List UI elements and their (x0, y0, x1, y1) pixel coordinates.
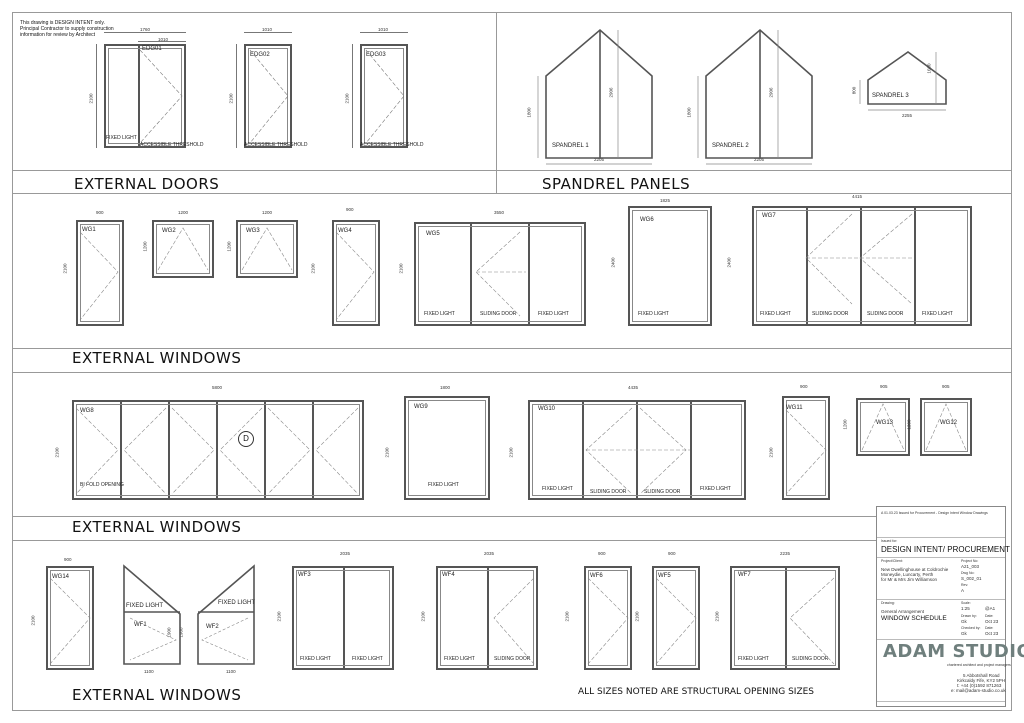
divider (12, 516, 876, 517)
title-block: A 01.03.23 Issued for Procurement - Desi… (876, 506, 1024, 707)
adam-studio-logo: ADAM STUDIO (883, 641, 1024, 662)
divider (12, 348, 1012, 349)
marker-d: D (238, 431, 254, 447)
drawing-sheet (12, 12, 1012, 711)
structural-sizes-note: ALL SIZES NOTED ARE STRUCTURAL OPENING S… (578, 687, 815, 697)
divider (12, 372, 1012, 373)
section-title-spandrel-panels: SPANDREL PANELS (542, 175, 691, 193)
divider (496, 12, 497, 193)
section-title-external-windows: EXTERNAL WINDOWS (72, 518, 242, 536)
divider (12, 170, 496, 171)
design-intent-note: This drawing is DESIGN INTENT only. Prin… (20, 20, 114, 38)
section-title-external-doors: EXTERNAL DOORS (74, 175, 220, 193)
divider (12, 193, 1012, 194)
issued-for: DESIGN INTENT/ PROCUREMENT (881, 545, 1010, 554)
section-title-external-windows: EXTERNAL WINDOWS (72, 686, 242, 704)
section-title-external-windows: EXTERNAL WINDOWS (72, 349, 242, 367)
divider (12, 540, 876, 541)
divider (496, 170, 1012, 171)
